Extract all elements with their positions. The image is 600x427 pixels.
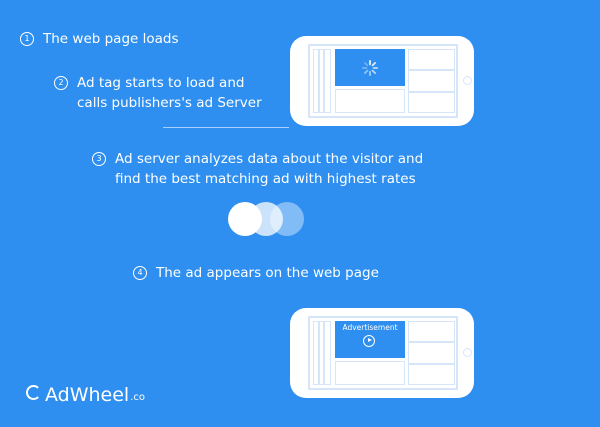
step-text-3: Ad server analyzes data about the visito…: [115, 151, 424, 187]
divider-line: [163, 127, 289, 128]
page-column-block: [408, 321, 455, 342]
advertisement-label: Advertisement: [342, 323, 398, 332]
logo-suffix: .co: [130, 392, 146, 403]
page-sidebar: [313, 321, 331, 385]
page-sidebar: [313, 49, 331, 113]
step-text-4: The ad appears on the web page: [156, 265, 379, 281]
step-number-1: 1: [20, 32, 34, 46]
step-text-1: The web page loads: [43, 31, 179, 47]
play-icon: [363, 335, 375, 347]
page-column-block: [408, 92, 455, 113]
page-column-block: [408, 342, 455, 364]
logo-name: AdWheel: [45, 384, 130, 406]
step-2: 2 Ad tag starts to load and calls publis…: [54, 73, 262, 113]
step-number-3: 3: [92, 152, 106, 166]
wheel-icon: [26, 385, 41, 400]
page-content-block: [335, 89, 405, 113]
ad-slot-advertisement: Advertisement: [335, 321, 405, 358]
page-column-block: [408, 70, 455, 92]
home-button-icon: [463, 76, 472, 85]
phone-loading: [290, 36, 474, 126]
page-column-block: [408, 364, 455, 385]
step-number-2: 2: [54, 76, 68, 90]
ad-slot-loading: [335, 49, 405, 86]
home-button-icon: [463, 348, 472, 357]
data-circle-1: [228, 202, 262, 236]
adwheel-logo: AdWheel .co: [26, 384, 145, 406]
phone-screen: [308, 44, 458, 118]
page-column-block: [408, 49, 455, 70]
step-number-4: 4: [133, 266, 147, 280]
loading-spinner-icon: [361, 59, 379, 77]
step-4: 4 The ad appears on the web page: [133, 263, 379, 283]
page-content-block: [335, 361, 405, 385]
phone-screen: Advertisement: [308, 316, 458, 390]
phone-with-ad: Advertisement: [290, 308, 474, 398]
step-text-2: Ad tag starts to load and calls publishe…: [77, 75, 262, 111]
step-3: 3 Ad server analyzes data about the visi…: [92, 149, 423, 189]
step-1: 1 The web page loads: [20, 29, 179, 49]
